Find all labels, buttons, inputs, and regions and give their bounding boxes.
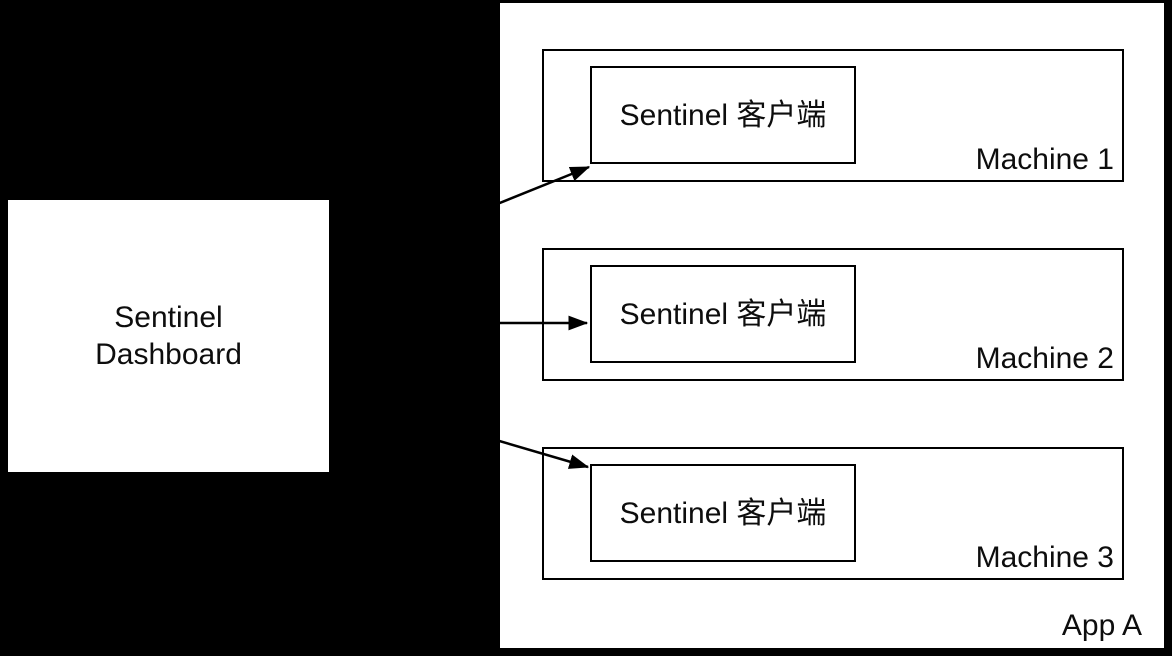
machine-2-label: Machine 2 bbox=[975, 342, 1114, 375]
machine-3-node: Sentinel 客户端 Machine 3 bbox=[542, 447, 1124, 580]
machine-2-node: Sentinel 客户端 Machine 2 bbox=[542, 248, 1124, 381]
sentinel-client-node-3: Sentinel 客户端 bbox=[590, 464, 856, 562]
machine-1-label: Machine 1 bbox=[975, 143, 1114, 176]
sentinel-client-node-1: Sentinel 客户端 bbox=[590, 66, 856, 164]
sentinel-client-label-3: Sentinel 客户端 bbox=[619, 496, 827, 530]
sentinel-client-label-1: Sentinel 客户端 bbox=[619, 98, 827, 132]
machine-3-label: Machine 3 bbox=[975, 541, 1114, 574]
sentinel-client-label-2: Sentinel 客户端 bbox=[619, 297, 827, 331]
app-a-container: Sentinel 客户端 Machine 1 Sentinel 客户端 Mach… bbox=[497, 0, 1167, 651]
machine-1-node: Sentinel 客户端 Machine 1 bbox=[542, 49, 1124, 182]
sentinel-client-node-2: Sentinel 客户端 bbox=[590, 265, 856, 363]
sentinel-dashboard-node: Sentinel Dashboard bbox=[8, 200, 329, 472]
app-a-label: App A bbox=[1061, 609, 1142, 642]
sentinel-dashboard-label: Sentinel Dashboard bbox=[95, 301, 242, 371]
